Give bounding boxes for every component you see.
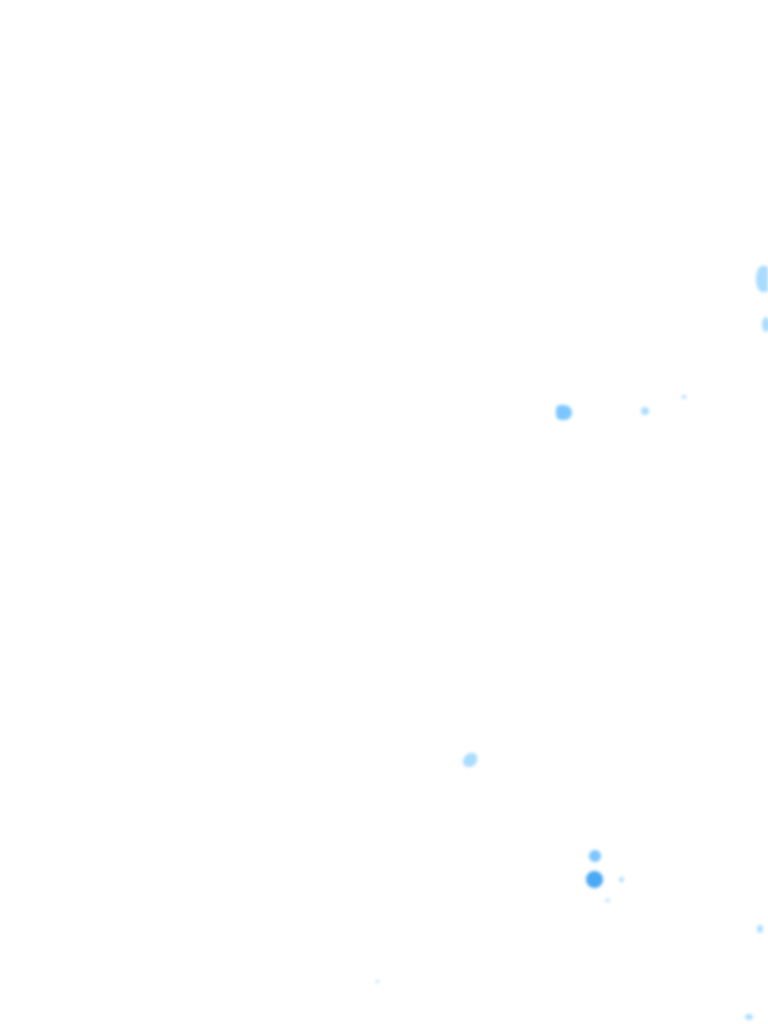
speck-bottom-edge-right xyxy=(757,925,763,933)
speck-lower-right-faint xyxy=(619,877,624,882)
speck-middle-right-tiny xyxy=(682,395,686,399)
speck-middle-right-small xyxy=(641,407,649,415)
speck-middle-right xyxy=(556,405,572,420)
speck-bottom-corner xyxy=(745,1014,753,1020)
speck-edge-upper-right xyxy=(756,266,768,292)
speck-lower-center xyxy=(463,753,477,767)
speck-lower-right-faint-2 xyxy=(605,899,610,902)
speck-lower-right-main xyxy=(586,871,603,888)
speck-lower-right-upper xyxy=(589,850,601,862)
speck-edge-upper-right-small xyxy=(762,317,768,332)
speck-bottom-center-tiny xyxy=(376,980,379,983)
